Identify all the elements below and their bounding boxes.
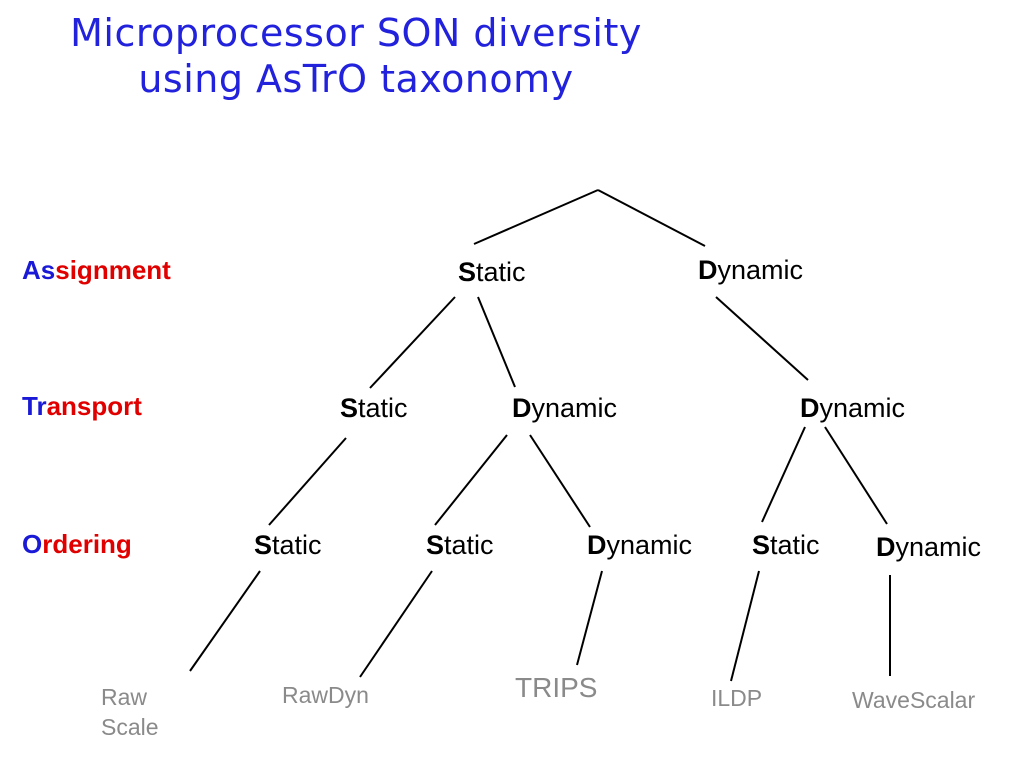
node-ordering-dynamic: Dynamic (587, 530, 693, 560)
node-ordering-static: Static (752, 530, 820, 560)
level-prefix: Tr (22, 391, 47, 421)
edge-ostatic2-rawdyn (359, 570, 433, 678)
edge-astatic-tstatic (369, 296, 456, 389)
node-ordering-dynamic: Dynamic (876, 532, 982, 562)
edge-tstatic-ostatic1 (268, 437, 347, 526)
edge-odynamic1-trips (576, 570, 603, 666)
node-transport-static: Static (340, 393, 408, 423)
level-rest: signment (55, 255, 171, 285)
slide-title: Microprocessor SON diversity using AsTrO… (0, 10, 712, 102)
edge-astatic-tdynamic1 (477, 296, 516, 388)
node-transport-dynamic: Dynamic (800, 393, 906, 423)
node-transport-dynamic: Dynamic (512, 393, 618, 423)
level-prefix: As (22, 255, 56, 285)
node-ordering-static: Static (254, 530, 322, 560)
leaf-rawdyn: RawDyn (282, 682, 369, 708)
leaf-trips: TRIPS (515, 672, 598, 703)
level-rest: ansport (46, 391, 142, 421)
edge-ostatic1-rawscale (189, 570, 261, 672)
leaf-wavescalar: WaveScalar (852, 687, 976, 713)
level-prefix: O (22, 529, 43, 559)
node-assignment-dynamic: Dynamic (698, 255, 804, 285)
edge-root-dynamic (597, 189, 706, 247)
leaf-rawscale: Raw Scale (101, 684, 159, 740)
edge-adynamic-tdynamic2 (715, 296, 809, 381)
leaf-ildp: ILDP (711, 685, 763, 711)
edge-root-static (473, 189, 599, 245)
level-rest: rdering (42, 529, 132, 559)
level-label-ordering: Ordering (22, 529, 132, 560)
edge-ostatic3-ildp (730, 570, 760, 682)
node-ordering-static: Static (426, 530, 494, 560)
edge-tdynamic2-ostatic3 (761, 426, 806, 523)
node-assignment-static: Static (458, 257, 526, 287)
level-label-transport: Transport (22, 391, 142, 422)
title-line-2: using AsTrO taxonomy (138, 57, 574, 101)
edge-tdynamic1-odynamic1 (529, 434, 591, 528)
title-line-1: Microprocessor SON diversity (70, 11, 642, 55)
level-label-assignment: Assignment (22, 255, 171, 286)
edge-tdynamic1-ostatic2 (434, 434, 508, 526)
edge-tdynamic2-odynamic2 (824, 426, 888, 525)
